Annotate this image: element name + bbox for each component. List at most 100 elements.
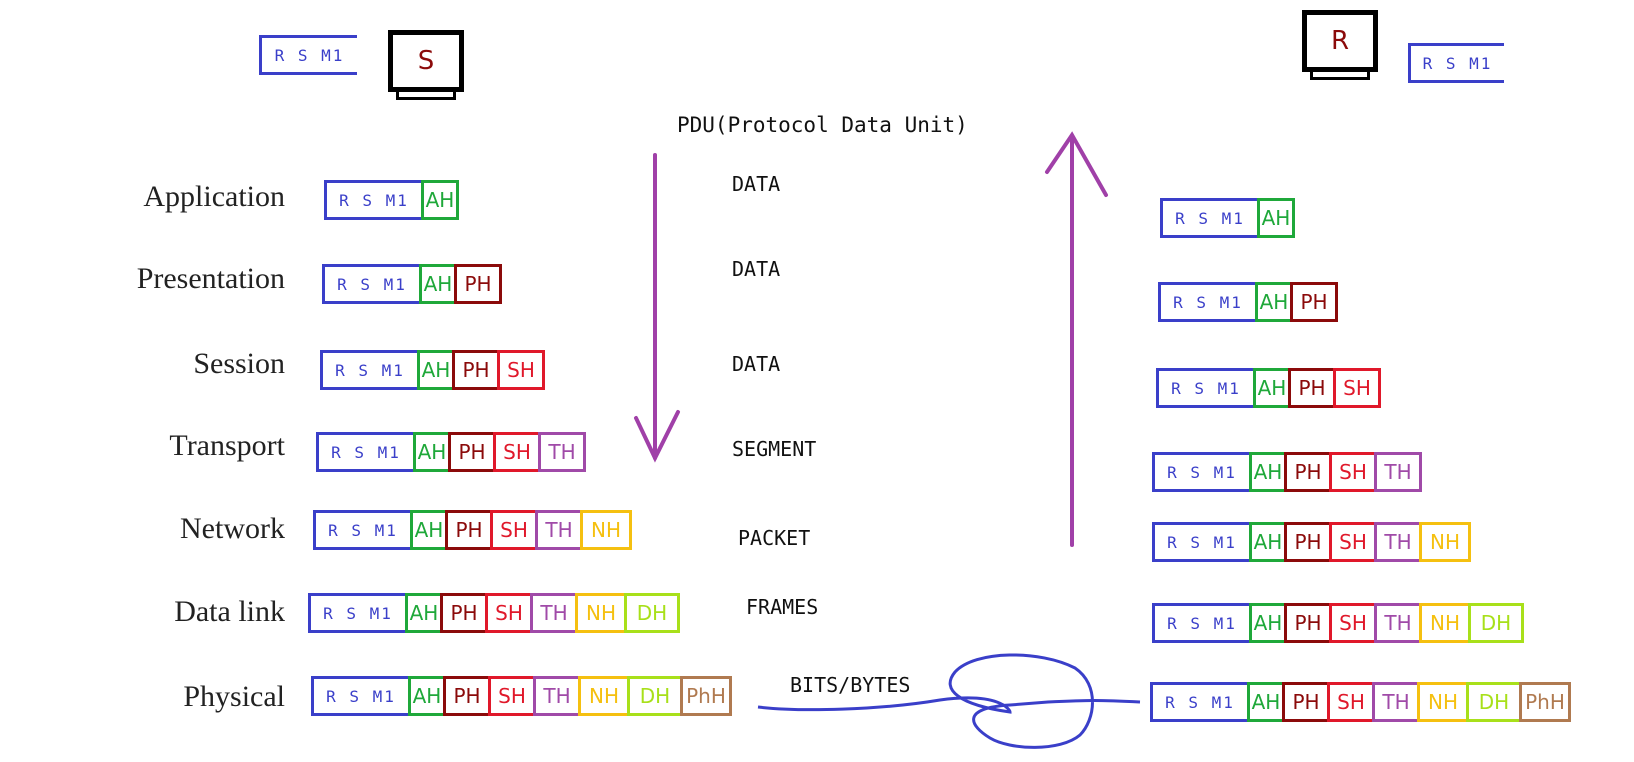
header-box-sh: SH (493, 432, 541, 472)
header-box-nh: NH (578, 676, 630, 716)
down-arrow (634, 153, 680, 463)
sender-stand (396, 92, 456, 100)
layer-name-physical: Physical (183, 680, 285, 713)
sender-message: R S M1 (259, 35, 357, 75)
message-box: R S M1 (320, 350, 420, 390)
header-box-nh: NH (1419, 603, 1471, 643)
header-box-phh: PhH (1519, 682, 1571, 722)
header-box-ah: AH (1249, 603, 1287, 643)
header-box-ah: AH (405, 593, 443, 633)
header-box-sh: SH (485, 593, 533, 633)
header-box-dh: DH (627, 676, 683, 716)
header-box-nh: NH (580, 510, 632, 550)
message-box: R S M1 (1156, 368, 1256, 408)
header-box-ah: AH (421, 180, 459, 220)
sender-label: S (417, 46, 435, 76)
header-box-ph: PH (452, 350, 500, 390)
header-box-th: TH (1374, 522, 1422, 562)
header-box-ph: PH (454, 264, 502, 304)
header-box-th: TH (1374, 452, 1422, 492)
pdu-label-network: PACKET (738, 526, 811, 550)
pdu-label-transport: SEGMENT (732, 437, 817, 461)
header-box-ah: AH (1249, 452, 1287, 492)
pdu-title: PDU(Protocol Data Unit) (677, 113, 968, 137)
header-box-th: TH (530, 593, 578, 633)
header-box-dh: DH (1468, 603, 1524, 643)
header-box-ah: AH (417, 350, 455, 390)
up-arrow (1045, 131, 1108, 547)
header-box-ah: AH (1247, 682, 1285, 722)
message-box: R S M1 (1158, 282, 1258, 322)
message-box: R S M1 (322, 264, 422, 304)
header-box-ph: PH (1282, 682, 1330, 722)
header-box-ah: AH (1255, 282, 1293, 322)
header-box-sh: SH (488, 676, 536, 716)
header-box-th: TH (1374, 603, 1422, 643)
pdu-label-presentation: DATA (732, 257, 781, 281)
header-box-phh: PhH (680, 676, 732, 716)
pdu-label-session: DATA (732, 352, 781, 376)
message-box: R S M1 (313, 510, 413, 550)
receiver-message-text: R S M1 (1422, 53, 1493, 73)
pdu-label-application: DATA (732, 172, 781, 196)
header-box-th: TH (535, 510, 583, 550)
header-box-sh: SH (1329, 603, 1377, 643)
sender-message-text: R S M1 (274, 45, 345, 65)
message-box: R S M1 (1152, 603, 1252, 643)
header-box-sh: SH (1329, 452, 1377, 492)
header-box-th: TH (1372, 682, 1420, 722)
header-box-th: TH (538, 432, 586, 472)
message-box: R S M1 (308, 593, 408, 633)
header-box-dh: DH (1466, 682, 1522, 722)
header-box-ph: PH (1284, 522, 1332, 562)
layer-name-network: Network (180, 512, 285, 545)
message-box: R S M1 (1150, 682, 1250, 722)
layer-name-data-link: Data link (174, 595, 285, 628)
message-box: R S M1 (1152, 452, 1252, 492)
header-box-ah: AH (1253, 368, 1291, 408)
header-box-th: TH (533, 676, 581, 716)
header-box-ah: AH (419, 264, 457, 304)
pdu-label-physical: BITS/BYTES (790, 673, 911, 697)
receiver-screen: R (1302, 10, 1378, 72)
message-box: R S M1 (1160, 198, 1260, 238)
receiver-stand (1310, 72, 1370, 80)
receiver-computer-icon: R (1302, 10, 1378, 80)
pdu-label-data-link: FRAMES (746, 595, 819, 619)
header-box-ah: AH (1249, 522, 1287, 562)
header-box-ph: PH (440, 593, 488, 633)
header-box-nh: NH (575, 593, 627, 633)
header-box-ph: PH (1284, 452, 1332, 492)
header-box-dh: DH (624, 593, 680, 633)
header-box-ph: PH (1290, 282, 1338, 322)
header-box-ph: PH (445, 510, 493, 550)
header-box-sh: SH (1333, 368, 1381, 408)
transmission-wire (757, 653, 1141, 749)
sender-screen: S (388, 30, 464, 92)
layer-name-session: Session (193, 347, 285, 380)
header-box-ph: PH (448, 432, 496, 472)
message-box: R S M1 (1152, 522, 1252, 562)
header-box-nh: NH (1419, 522, 1471, 562)
receiver-message-box: R S M1 (1408, 43, 1504, 83)
header-box-ph: PH (1284, 603, 1332, 643)
receiver-label: R (1330, 26, 1350, 56)
header-box-nh: NH (1417, 682, 1469, 722)
header-box-sh: SH (1329, 522, 1377, 562)
header-box-ah: AH (408, 676, 446, 716)
